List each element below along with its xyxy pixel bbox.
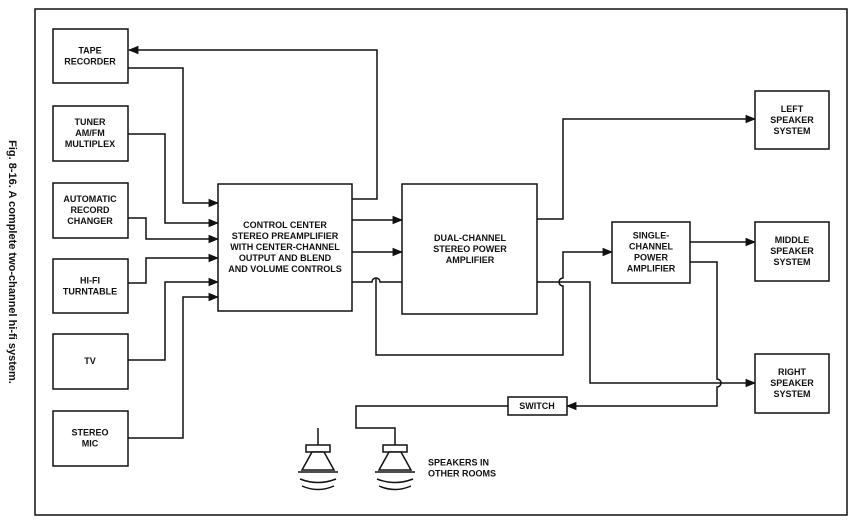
- label-line: AMPLIFIER: [627, 264, 676, 274]
- wire-singleamp-to-switch: [565, 261, 722, 411]
- label-line: RIGHT: [778, 367, 807, 377]
- label-line: OTHER ROOMS: [428, 469, 496, 479]
- label-line: TAPE: [78, 46, 101, 56]
- tape-recorder-box: [52, 28, 129, 84]
- label-line: SPEAKER: [770, 378, 814, 388]
- room-speaker-right-icon: [375, 444, 415, 491]
- switch-box: [507, 396, 568, 416]
- wire-tuner-to-preamp: [128, 133, 220, 228]
- label-line: MIC: [82, 439, 99, 449]
- stereo-mic-box: [52, 410, 129, 467]
- label-line: HI-FI: [80, 276, 100, 286]
- wire-tape-to-preamp: [128, 67, 220, 208]
- label-line: CONTROL CENTER: [243, 220, 327, 230]
- diagram-border: [34, 8, 848, 516]
- label-line: DUAL-CHANNEL: [434, 233, 506, 243]
- tv-label: TV: [84, 356, 96, 366]
- wire-poweramp-to-left: [537, 114, 757, 220]
- single-amp-box: [611, 221, 691, 284]
- turntable-box: [52, 258, 129, 314]
- wire-center-to-single-amp: [375, 247, 614, 356]
- label-line: SYSTEM: [773, 389, 810, 399]
- switch-label: SWITCH: [519, 401, 555, 411]
- left-speaker-box: [754, 90, 830, 150]
- label-line: AUTOMATIC: [63, 194, 117, 204]
- wire-tv-to-preamp: [128, 277, 220, 361]
- label-line: AMPLIFIER: [446, 255, 495, 265]
- wire-preamp-center-output: [352, 277, 402, 283]
- preamp-box: [217, 183, 353, 312]
- wire-mic-to-preamp: [128, 292, 220, 439]
- label-line: CHANNEL: [629, 242, 674, 252]
- record-changer-box: [52, 182, 129, 239]
- label-line: TV: [84, 356, 96, 366]
- label-line: OUTPUT AND BLEND: [239, 253, 332, 263]
- label-line: POWER: [634, 253, 669, 263]
- wire-preamp-to-tape: [127, 45, 378, 200]
- wire-turntable-to-preamp: [128, 253, 220, 284]
- tuner-box: [52, 105, 129, 162]
- figure-caption: Fig. 8-16. A complete two-channel hi-fi …: [6, 140, 18, 384]
- tv-box: [52, 333, 129, 390]
- label-line: AM/FM: [75, 128, 105, 138]
- power-amp-box: [401, 183, 538, 315]
- label-line: STEREO POWER: [433, 244, 507, 254]
- label-line: RECORDER: [64, 57, 116, 67]
- label-line: CHANGER: [67, 216, 113, 226]
- label-line: AND VOLUME CONTROLS: [228, 264, 342, 274]
- connections: [127, 45, 757, 445]
- middle-speaker-box: [754, 221, 830, 282]
- label-line: WITH CENTER-CHANNEL: [230, 242, 340, 252]
- label-line: SINGLE-: [633, 231, 670, 241]
- label-line: SPEAKER: [770, 115, 814, 125]
- room-speaker-left-icon: [298, 444, 338, 491]
- wire-poweramp-to-right: [537, 281, 757, 388]
- label-line: SPEAKERS IN: [428, 458, 489, 468]
- wire-switch-to-rooms: [355, 405, 508, 445]
- label-line: STEREO: [71, 428, 108, 438]
- wire-changer-to-preamp: [128, 217, 220, 244]
- label-line: SYSTEM: [773, 126, 810, 136]
- label-line: STEREO PREAMPLIFIER: [232, 231, 339, 241]
- label-line: LEFT: [781, 104, 804, 114]
- right-speaker-box: [754, 353, 830, 414]
- label-line: SYSTEM: [773, 257, 810, 267]
- label-line: TURNTABLE: [63, 287, 117, 297]
- label-line: MIDDLE: [775, 235, 810, 245]
- label-line: SPEAKER: [770, 246, 814, 256]
- label-line: RECORD: [70, 205, 110, 215]
- label-line: MULTIPLEX: [65, 139, 115, 149]
- label-line: TUNER: [75, 117, 106, 127]
